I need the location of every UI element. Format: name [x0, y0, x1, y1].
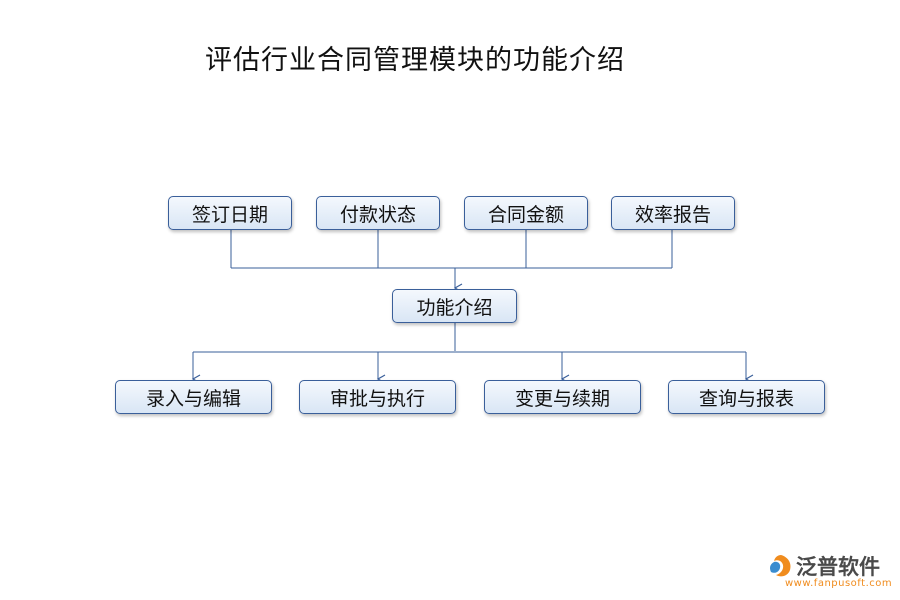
- fanpu-logo-icon: [770, 555, 791, 577]
- brand-logo: 泛普软件: [768, 551, 880, 581]
- node-function-intro: 功能介绍: [392, 289, 517, 323]
- node-signing-date: 签订日期: [168, 196, 292, 230]
- node-contract-amount: 合同金额: [464, 196, 588, 230]
- node-approval-execution: 审批与执行: [299, 380, 456, 414]
- node-efficiency-report: 效率报告: [611, 196, 735, 230]
- node-payment-status: 付款状态: [316, 196, 440, 230]
- diagram-title: 评估行业合同管理模块的功能介绍: [205, 45, 625, 76]
- brand-name: 泛普软件: [796, 555, 880, 579]
- node-entry-edit: 录入与编辑: [115, 380, 272, 414]
- brand-url: www.fanpusoft.com: [785, 578, 893, 589]
- node-change-renewal: 变更与续期: [484, 380, 641, 414]
- node-query-report: 查询与报表: [668, 380, 825, 414]
